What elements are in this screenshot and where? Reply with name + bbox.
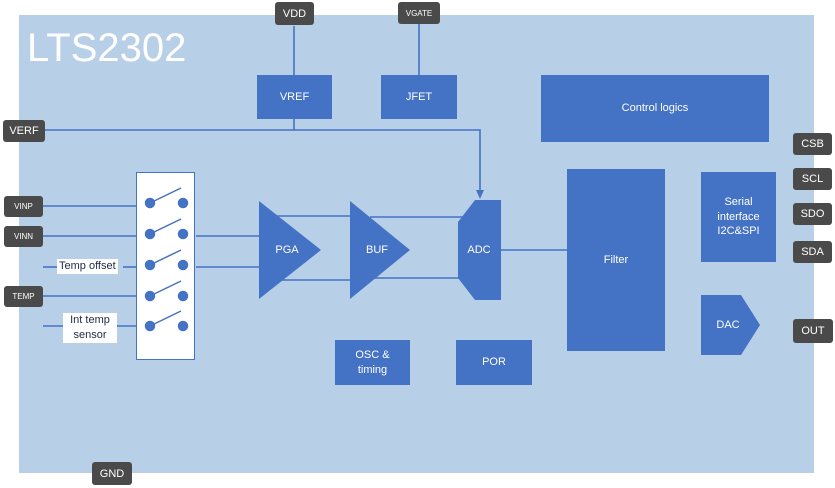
switch-2-arm: [149, 218, 182, 235]
wire-verf: [45, 129, 481, 192]
int-temp-sensor-label: Int temp sensor: [63, 313, 117, 343]
switch-4-arm: [149, 280, 182, 297]
verf-arrow: [476, 190, 484, 199]
switch-2-contact: [177, 228, 189, 240]
pga-label: PGA: [275, 244, 299, 256]
dac-shape: [701, 295, 760, 355]
pin-vgate: VGATE: [398, 2, 440, 24]
pin-sda: SDA: [793, 241, 832, 263]
jfet-block: JFET: [381, 75, 457, 119]
osc-timing-block: OSC & timing: [335, 340, 410, 385]
serial-interface-block: Serial interface I2C&SPI: [701, 172, 776, 262]
switch-3-contact: [177, 259, 189, 271]
pin-verf: VERF: [3, 120, 45, 142]
por-block: POR: [456, 340, 532, 385]
pin-vinp: VINP: [4, 196, 43, 217]
pin-csb: CSB: [793, 133, 832, 155]
pin-vdd: VDD: [275, 2, 314, 25]
control-logics-block: Control logics: [541, 75, 769, 142]
pga-triangle: [259, 201, 321, 299]
switch-5-arm: [149, 310, 182, 327]
switch-4-contact: [177, 290, 189, 302]
vref-block: VREF: [257, 75, 332, 119]
adc-shape: [458, 200, 501, 300]
pin-gnd: GND: [92, 462, 132, 485]
adc-label: ADC: [467, 244, 491, 256]
pin-sdo: SDO: [793, 203, 832, 225]
dac-label: DAC: [716, 319, 740, 331]
switch-1-contact: [177, 197, 189, 209]
pin-temp: TEMP: [4, 286, 43, 307]
chip-title: LTS2302: [27, 26, 187, 70]
switch-3-arm: [149, 249, 182, 266]
temp-offset-label: Temp offset: [57, 259, 118, 274]
switch-5-contact: [177, 320, 189, 332]
pin-scl: SCL: [793, 168, 832, 190]
pin-out: OUT: [793, 319, 833, 343]
pin-vinn: VINN: [4, 226, 43, 247]
filter-block: Filter: [567, 169, 665, 351]
buf-label: BUF: [366, 244, 388, 256]
buf-triangle: [350, 201, 410, 299]
switch-1-arm: [149, 187, 182, 204]
